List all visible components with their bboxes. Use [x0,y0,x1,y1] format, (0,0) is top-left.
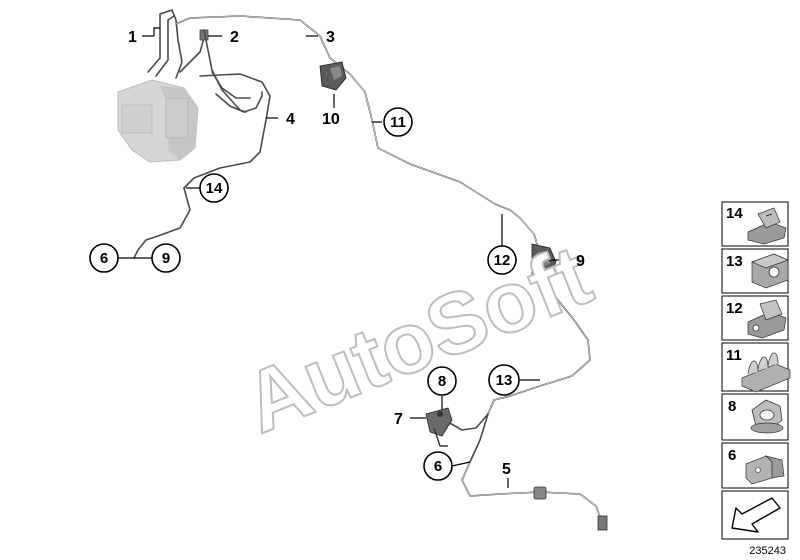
clip-12-icon [747,299,787,339]
svg-text:12: 12 [726,300,743,317]
abs-unit [117,79,199,163]
part-label-1: 1 [128,29,137,46]
svg-text:14: 14 [206,180,223,197]
part-label-4: 4 [286,111,295,128]
callout-13: 13 [488,364,520,396]
clamp-block-13-icon [751,253,789,289]
svg-text:11: 11 [390,114,406,131]
leader-lines [118,27,570,488]
cable-holder-11-icon [741,352,791,393]
part-label-7: 7 [394,411,403,428]
legend-item-12[interactable]: 12 [721,295,789,341]
bracket-10 [319,61,347,91]
legend-item-8[interactable]: 8 [721,393,789,441]
svg-text:6: 6 [728,447,736,464]
hex-nut-8-icon [750,399,784,434]
part-label-2: 2 [230,29,239,46]
svg-text:9: 9 [162,250,170,267]
svg-text:6: 6 [100,250,108,267]
wheel-speed-sensor-bracket [425,407,453,447]
part-label-3: 3 [326,29,335,46]
callout-11: 11 [383,107,413,137]
callout-6-left: 6 [89,243,119,273]
svg-text:8: 8 [438,373,446,390]
bracket-9-right [531,243,557,281]
legend-item-14[interactable]: 14 [721,201,789,247]
svg-text:11: 11 [726,347,742,364]
callout-6-bottom: 6 [423,451,453,481]
svg-text:12: 12 [494,252,511,269]
part-label-10: 10 [322,111,340,128]
svg-text:14: 14 [726,205,743,222]
part-label-9-right: 9 [576,253,585,270]
callout-8: 8 [427,366,457,396]
legend-arrow-box[interactable] [721,490,789,540]
callout-9-left: 9 [151,243,181,273]
reference-number: 235243 [749,545,786,557]
bracket-6-icon [745,455,785,485]
arrow-icon [731,497,781,533]
svg-text:13: 13 [726,253,743,270]
callout-14: 14 [199,173,229,203]
parts-legend: 14 13 12 [721,201,791,540]
svg-text:13: 13 [496,372,513,389]
legend-item-11[interactable]: 11 [721,342,791,393]
callout-12: 12 [487,245,517,275]
legend-item-6[interactable]: 6 [721,442,789,489]
svg-text:8: 8 [728,398,736,415]
svg-text:6: 6 [434,458,442,475]
part-label-5: 5 [502,461,511,478]
clip-14-icon [747,207,787,245]
legend-item-13[interactable]: 13 [721,248,789,294]
brake-pipes [133,9,608,531]
